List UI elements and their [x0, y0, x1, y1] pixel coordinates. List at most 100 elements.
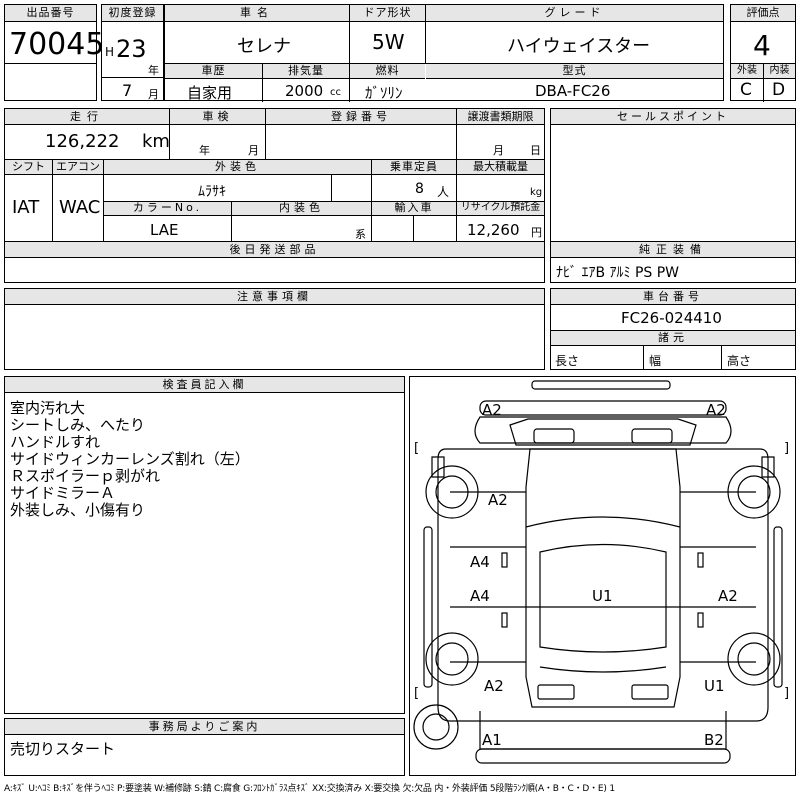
exterior-score: C [740, 80, 752, 100]
max-load-unit: kg [530, 187, 543, 198]
inspector-label: 検査員記入欄 [5, 377, 404, 393]
damage-mark: A4 [470, 587, 490, 605]
history-value: 自家用 [187, 84, 233, 102]
import-label: 輸入車 [372, 202, 456, 216]
inspector-line: Ｒスポイラーｐ剥がれ [10, 467, 161, 485]
inspector-line: 室内汚れ大 [10, 399, 86, 417]
damage-mark: A2 [484, 677, 504, 695]
registration-box: 初度登録 H 23 年 7 月 [101, 4, 164, 101]
exterior-label: 外装 [731, 64, 763, 79]
registration-year: 23 [116, 35, 147, 63]
capacity-unit: 人 [437, 185, 450, 199]
interior-score: D [772, 80, 786, 100]
svg-text:[: [ [414, 686, 419, 701]
recycle-value: 12,260 [467, 221, 520, 239]
mileage-value: 126,222 [45, 131, 120, 152]
notes-label: 注意事項欄 [5, 289, 544, 305]
door-value: 5W [372, 30, 405, 54]
equipment-value: ﾅﾋﾞ ｴｱB ｱﾙﾐ PS PW [556, 265, 680, 281]
damage-mark: A2 [718, 587, 738, 605]
inspection-month-unit: 月 [248, 144, 259, 157]
damage-mark: U1 [704, 677, 725, 695]
dims-label: 諸元 [551, 331, 795, 346]
fuel-label: 燃料 [350, 64, 425, 79]
score-box: 評価点 4 外装 内装 C D [730, 4, 796, 102]
legend: A:ｷｽﾞ U:ﾍｺﾐ B:ｷｽﾞを伴うﾍｺﾐ P:要塗装 W:補修跡 S:錆 … [4, 784, 615, 794]
recycle-label: リサイクル預託金 [457, 202, 544, 216]
model-value: DBA-FC26 [535, 82, 611, 100]
score-value: 4 [753, 29, 771, 62]
registration-year-unit: 年 [148, 64, 159, 77]
width-label: 幅 [649, 354, 662, 368]
inspector-line: シートしみ、へたり [10, 416, 146, 434]
shift-label: シフト [5, 160, 52, 175]
length-label: 長さ [555, 354, 580, 368]
aircon-value: WAC [59, 197, 101, 218]
car-diagram-box: [] [] A2 A2 A2 A4 A4 A2 U1 A2 U1 A1 B2 [409, 376, 796, 776]
registration-label: 初度登録 [102, 5, 163, 22]
model-label: 型式 [426, 64, 723, 79]
registration-month: 7 [122, 81, 133, 100]
recycle-unit: 円 [531, 226, 542, 239]
lot-label: 出品番号 [5, 5, 96, 22]
car-diagram: [] [] [413, 380, 789, 764]
inspector-line: ハンドルすれ [10, 433, 101, 451]
chassis-box: 車台番号 FC26-024410 諸元 長さ 幅 高さ [550, 288, 796, 370]
damage-mark: B2 [704, 731, 724, 749]
inspection-label: 車検 [170, 109, 265, 125]
damage-mark: A1 [482, 731, 502, 749]
sales-box: セールスポイント 純正装備 ﾅﾋﾞ ｴｱB ｱﾙﾐ PS PW [550, 108, 796, 283]
capacity-label: 乗車定員 [372, 160, 456, 175]
inspector-box: 検査員記入欄 室内汚れ大 シートしみ、へたり ハンドルすれ サイドウィンカーレン… [4, 376, 405, 714]
office-label: 事務局よりご案内 [5, 719, 404, 735]
height-label: 高さ [727, 354, 752, 368]
interior-label: 内装 [764, 64, 795, 79]
aircon-label: エアコン [53, 160, 103, 175]
vehicle-box: 車名 ドア形状 グレード セレナ 5W ハイウェイスター 車歴 排気量 燃料 型… [164, 4, 724, 102]
later-parts-label: 後日発送部品 [5, 242, 544, 258]
damage-mark: A2 [488, 491, 508, 509]
car-name-label: 車名 [165, 5, 349, 22]
transfer-docs-label: 譲渡書類期限 [457, 109, 544, 125]
shift-value: IAT [12, 197, 40, 218]
fuel-value: ｶﾞｿﾘﾝ [365, 84, 403, 102]
displacement-value: 2000 [285, 82, 324, 100]
ext-color-value: ﾑﾗｻｷ [198, 184, 226, 200]
car-name-value: セレナ [237, 36, 291, 57]
notes-box: 注意事項欄 [4, 288, 545, 370]
damage-mark: A4 [470, 553, 490, 571]
inspector-line: サイドウィンカーレンズ割れ（左） [10, 450, 250, 468]
office-box: 事務局よりご案内 売切りスタート [4, 718, 405, 776]
registration-era: H [105, 45, 115, 59]
damage-mark: U1 [592, 587, 613, 605]
detail-box: 走行 車検 登録番号 譲渡書類期限 126,222 km 年 月 月 日 シフト… [4, 108, 545, 283]
ext-color-label: 外装色 [104, 160, 371, 175]
mileage-label: 走行 [5, 109, 169, 125]
grade-value: ハイウェイスター [507, 36, 651, 57]
displacement-label: 排気量 [263, 64, 349, 79]
lot-number: 70045 [9, 27, 105, 62]
mileage-unit: km [142, 131, 170, 152]
svg-text:]: ] [784, 441, 789, 456]
color-no-value: LAE [150, 221, 179, 239]
inspector-line: 外装しみ、小傷有り [10, 501, 146, 519]
svg-text:]: ] [784, 686, 789, 701]
transfer-month-unit: 月 [493, 144, 504, 157]
int-color-unit: 系 [355, 228, 366, 241]
max-load-label: 最大積載量 [457, 160, 544, 175]
lot-box: 出品番号 70045 [4, 4, 104, 101]
history-label: 車歴 [165, 64, 262, 79]
damage-mark: A2 [706, 401, 726, 419]
grade-label: グレード [426, 5, 723, 22]
capacity-value: 8 [415, 181, 424, 197]
svg-text:[: [ [414, 441, 419, 456]
chassis-label: 車台番号 [551, 289, 795, 305]
transfer-day-unit: 日 [530, 144, 541, 157]
office-value: 売切りスタート [10, 740, 116, 758]
equipment-label: 純正装備 [551, 242, 795, 258]
plate-label: 登録番号 [266, 109, 456, 125]
chassis-value: FC26-024410 [621, 309, 722, 327]
damage-mark: A2 [482, 401, 502, 419]
int-color-label: 内装色 [232, 202, 371, 216]
score-label: 評価点 [731, 5, 795, 22]
